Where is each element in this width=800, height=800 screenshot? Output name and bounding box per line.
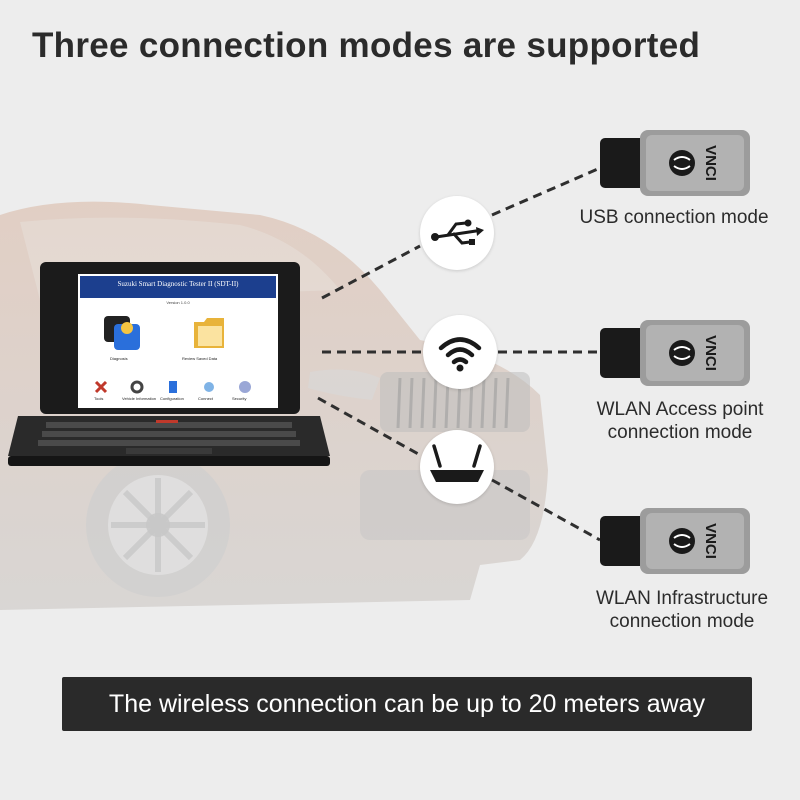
tools-icon[interactable] xyxy=(94,380,108,394)
vnci-brand-text: VNCI xyxy=(702,335,719,371)
mode-label-wlan-ap: WLAN Access point connection mode xyxy=(566,398,794,444)
vnci-brand-text: VNCI xyxy=(702,523,719,559)
diagnosis-label: Diagnosis xyxy=(110,356,128,361)
vnci-device-wlan-ap: VNCI xyxy=(600,320,750,386)
wifi-circle xyxy=(423,315,497,389)
toolbar-label-configuration: Configuration xyxy=(160,396,184,401)
page-title: Three connection modes are supported xyxy=(32,26,701,65)
mode-label-line: connection mode xyxy=(609,611,755,632)
mode-label-wlan-infra: WLAN Infrastructure connection mode xyxy=(568,587,796,633)
usb-icon xyxy=(431,219,484,245)
mode-label-line: connection mode xyxy=(607,422,753,443)
router-icon xyxy=(430,444,484,482)
mode-label-line: WLAN Access point xyxy=(596,399,764,420)
lock-icon[interactable] xyxy=(238,380,252,394)
toolbar-label-tools: Tools xyxy=(94,396,104,401)
toolbar-label-vehicle-info: Vehicle Information xyxy=(122,396,157,401)
usb-circle xyxy=(420,196,494,270)
toolbar-label-security: Security xyxy=(232,396,247,401)
router-circle xyxy=(420,430,494,504)
diagnosis-icon[interactable] xyxy=(100,310,144,352)
vnci-brand-text: VNCI xyxy=(702,145,719,181)
diagnostic-app-screen: Suzuki Smart Diagnostic Tester II (SDT-I… xyxy=(80,276,276,406)
saved-data-label: Review Saved Data xyxy=(182,356,218,361)
range-banner: The wireless connection can be up to 20 … xyxy=(62,677,752,731)
connect-icon[interactable] xyxy=(202,380,216,394)
wifi-icon xyxy=(438,337,482,372)
saved-data-folder-icon[interactable] xyxy=(192,314,226,352)
toolbar-label-connect: Connect xyxy=(198,396,213,401)
vnci-device-usb: VNCI xyxy=(600,130,750,196)
mode-label-line: WLAN Infrastructure xyxy=(595,588,769,609)
vnci-device-wlan-infra: VNCI xyxy=(600,508,750,574)
gear-icon[interactable] xyxy=(130,380,144,394)
mode-label-line: USB connection mode xyxy=(579,207,769,228)
device-icon[interactable] xyxy=(166,380,180,394)
app-version: Version 1.0.0 xyxy=(166,300,190,305)
app-header: Suzuki Smart Diagnostic Tester II (SDT-I… xyxy=(80,276,276,298)
mode-label-usb: USB connection mode xyxy=(560,206,788,229)
